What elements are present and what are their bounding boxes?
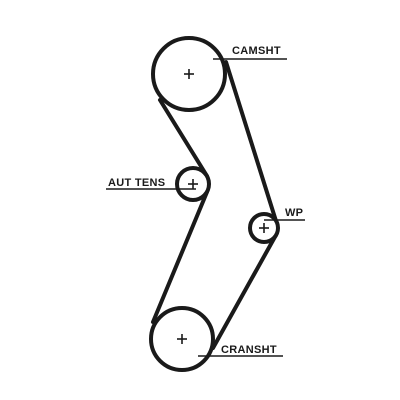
belt (151, 60, 278, 350)
belt-segment-cam-to-tensioner (158, 98, 209, 178)
belt-segment-pump-to-crank (211, 233, 278, 350)
tensioner-label: AUT TENS (108, 177, 165, 189)
crankshaft-pulley (149, 306, 215, 372)
tensioner-pulley (175, 166, 211, 202)
water-pump-pulley (248, 212, 280, 244)
water-pump-label: WP (285, 207, 303, 219)
belt-segment-cam-to-pump (224, 60, 278, 223)
camshaft-pulley (151, 36, 227, 112)
camshaft-label: CAMSHT (232, 45, 281, 57)
crankshaft-label: CRANSHT (221, 344, 277, 356)
belt-segment-tensioner-to-crank (151, 190, 209, 324)
